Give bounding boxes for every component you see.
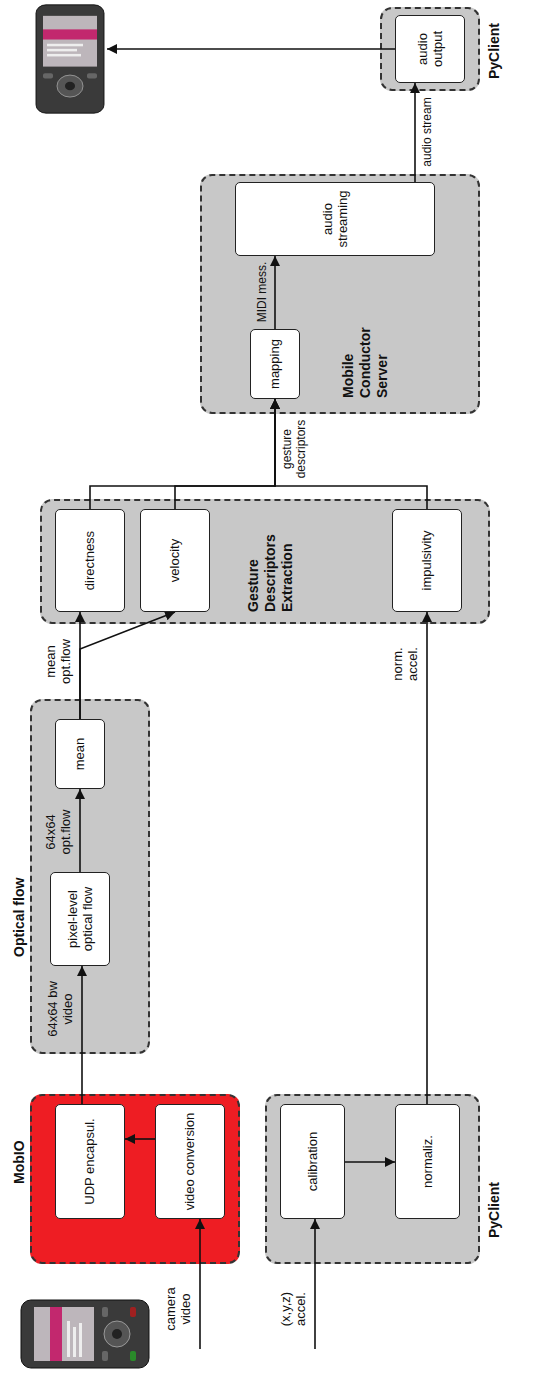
process-box: video conversion [155,1104,225,1219]
group-title: PyClient [486,23,503,79]
group-box: PyClientcalibrationnormaliz. [265,1094,480,1264]
signal-label: camera video [164,1279,194,1339]
group-title: Gesture Descriptors Extraction [245,510,295,612]
camera-arrow [199,1219,201,1349]
edge-label: MIDI mess. [256,257,270,327]
box-text: UDP encapsul. [82,1118,97,1204]
box-text: video conversion [182,1113,197,1211]
group-title: Mobile Conductor Server [340,298,390,398]
edge-label: norm. accel. [391,639,421,689]
group-box: MobIOUDP encapsul.video conversion [30,1094,240,1264]
process-box: audio output [395,15,465,83]
edge-label: audio stream [421,95,435,169]
box-text: impulsivity [419,531,434,591]
box-text: calibration [305,1132,320,1191]
process-box: velocity [140,509,210,612]
box-text: audio output [415,19,446,79]
group-title: MobIO [11,1140,28,1184]
edge-label: 64x64 opt.flow [44,804,74,860]
process-box: directness [55,509,125,612]
signal-label: mean opt.flow [44,634,74,689]
group-box: Mobile Conductor Server mapping audio stre… [200,174,480,414]
phone-illustration [35,4,105,114]
process-box: calibration [280,1104,345,1219]
process-box: impulsivity [392,509,462,612]
arrow-connector [81,966,83,1104]
box-text: velocity [167,539,182,582]
arrow-connector [274,256,276,329]
arrow-connector [90,399,275,509]
arrow-connector [414,83,416,182]
arrow-connector [175,399,275,509]
edge-label: 64x64 bw video [46,977,76,1041]
signal-label: gesture descriptors [281,417,309,481]
arrow-connector [275,399,427,509]
process-box: UDP encapsul. [55,1104,125,1219]
box-text: mapping [267,339,282,389]
accel-arrow [314,1219,316,1349]
process-box: mapping [250,329,300,399]
group-box: Gesture Descriptors Extraction directness… [40,499,490,624]
box-text: pixel-level optical flow [65,876,96,962]
group-box: PyClientaudio output [380,7,480,91]
group-title: PyClient [486,1182,503,1238]
arrow-connector [125,1138,155,1140]
box-text: audio streaming [320,186,351,252]
process-box: pixel-level optical flow [50,872,110,966]
box-text: normaliz. [420,1135,435,1188]
audio-out-arrow [107,48,395,50]
group-title: Optical flow [11,878,28,957]
box-text: directness [82,531,97,590]
box-text: mean [72,738,87,771]
arrow-connector [426,612,428,1104]
phone-illustration [20,1299,150,1369]
arrow-connector [345,1161,395,1163]
process-box: audio streaming [235,182,435,256]
process-box: normaliz. [395,1104,460,1219]
arrow-connector [79,789,81,872]
signal-label: (x,y,z) accel. [279,1279,309,1339]
process-box: mean [55,719,105,789]
